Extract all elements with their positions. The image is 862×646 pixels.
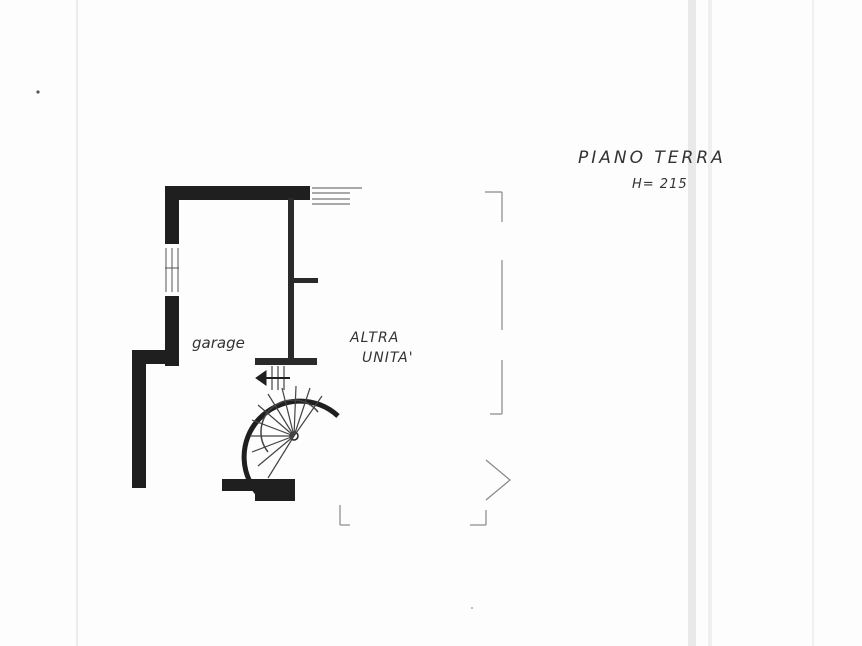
wall-left-middle [165, 296, 179, 366]
room-label-garage: garage [192, 334, 245, 352]
height-label: H= 215 [632, 177, 688, 192]
exterior-walls [132, 186, 310, 501]
partition-wall [255, 198, 318, 365]
wall-left-upper [165, 186, 179, 244]
other-unit-outline [339, 191, 511, 526]
room-label-other-unit-line1: ALTRA [349, 330, 399, 346]
door-top-right [312, 187, 362, 205]
spiral-staircase [241, 366, 340, 500]
scan-stripe-right-2 [708, 0, 712, 646]
room-label-other-unit-line2: UNITA' [362, 350, 414, 366]
wall-stair-end [255, 479, 295, 501]
scan-speck [471, 607, 473, 609]
wall-left-lower [132, 350, 146, 488]
scan-stripe-right-1 [688, 0, 696, 646]
scan-stripe-left [76, 0, 78, 646]
scan-speck [36, 90, 40, 94]
floor-title: PIANO TERRA [578, 148, 726, 168]
wall-top [165, 186, 310, 200]
stair-arrow [255, 366, 290, 390]
scan-artifacts [36, 0, 814, 646]
window-left [165, 248, 179, 292]
scan-stripe-right-3 [812, 0, 814, 646]
